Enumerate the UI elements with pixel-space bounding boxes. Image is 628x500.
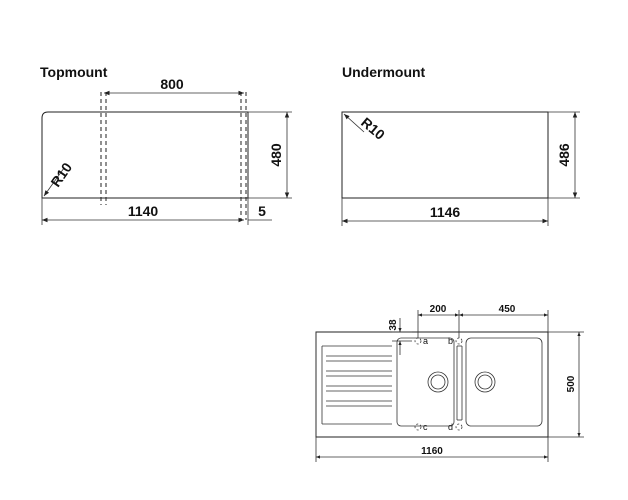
svg-text:c: c	[423, 422, 428, 432]
drainer-grooves	[321, 345, 392, 425]
tap-position-c: c	[414, 422, 428, 432]
topmount-outline	[41, 111, 249, 199]
undermount-height-label: 486	[556, 143, 572, 167]
topmount-drawing: Topmount 800 480 1140	[40, 64, 292, 225]
topmount-width-label: 1140	[128, 203, 159, 219]
sink-dim-500: 500	[548, 331, 584, 438]
undermount-title: Undermount	[342, 64, 426, 80]
topmount-cutout-width-label: 800	[160, 76, 184, 92]
undermount-dim-1146: 1146	[341, 198, 549, 226]
svg-text:b: b	[448, 336, 453, 346]
tap-position-d: d	[448, 422, 463, 432]
topmount-height-label: 480	[268, 143, 284, 167]
svg-text:a: a	[423, 336, 428, 346]
topmount-title: Topmount	[40, 64, 108, 80]
bowl-divider	[456, 345, 463, 421]
sink-dim-1160-label: 1160	[421, 446, 443, 457]
sink-dim-38-label: 38	[388, 319, 399, 331]
topmount-dim-480: 480	[248, 111, 292, 199]
second-bowl	[465, 337, 543, 427]
topmount-dim-800: 800	[104, 76, 244, 96]
main-bowl	[396, 337, 455, 427]
sink-dim-200: 200	[417, 304, 460, 338]
undermount-outline	[341, 111, 549, 199]
sink-dim-200-label: 200	[430, 304, 447, 315]
topmount-dim-1140: 1140	[41, 198, 244, 225]
undermount-dim-486: 486	[548, 111, 580, 199]
undermount-width-label: 1146	[430, 204, 461, 220]
sink-outline	[315, 331, 549, 438]
drain-second-bowl	[474, 371, 496, 393]
undermount-radius: R10	[343, 113, 388, 143]
topmount-cutout-lines	[100, 92, 247, 220]
svg-text:d: d	[448, 422, 453, 432]
tap-position-a: a	[414, 336, 428, 346]
sink-dim-1160: 1160	[315, 437, 549, 462]
undermount-drawing: Undermount R10 486 1146	[341, 64, 580, 226]
sink-dim-500-label: 500	[566, 375, 577, 392]
topmount-radius: R10	[43, 159, 75, 197]
sink-dim-450-label: 450	[499, 304, 516, 315]
sink-dim-38: 38	[388, 318, 412, 355]
undermount-radius-label: R10	[358, 114, 388, 143]
sink-plan-drawing: a b c d 200 450	[315, 304, 584, 462]
topmount-edge-label: 5	[258, 203, 266, 219]
tap-position-b: b	[448, 336, 463, 346]
drain-main-bowl	[427, 371, 449, 393]
sink-dim-450: 450	[459, 304, 549, 332]
topmount-dim-5: 5	[247, 198, 272, 225]
